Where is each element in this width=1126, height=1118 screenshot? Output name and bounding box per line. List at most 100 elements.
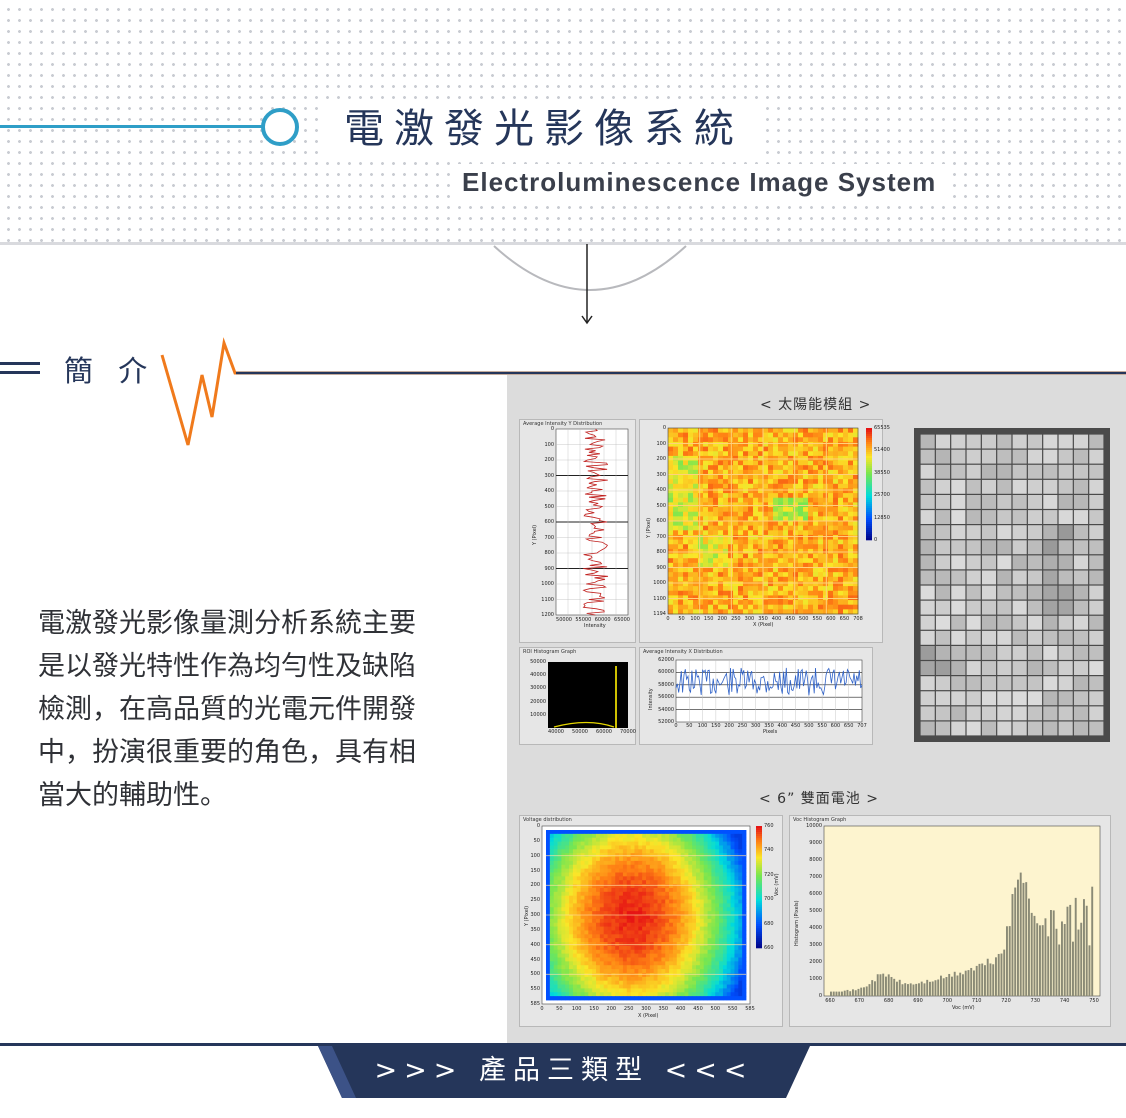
histogram-bar	[841, 991, 843, 996]
axis-tick-label: 50000	[572, 729, 588, 735]
axis-tick-label: 720	[764, 871, 774, 878]
axis-tick-label: 0	[550, 426, 554, 432]
axis-tick-label: 12850	[874, 514, 890, 521]
axis-tick-label: 58000	[658, 681, 674, 688]
axis-tick-label: 0	[818, 993, 822, 999]
axis-tick-label: 60000	[596, 729, 612, 735]
histogram-bar	[1085, 905, 1088, 996]
axis-title: Y (Pixel)	[532, 524, 538, 545]
axis-tick-label: 20000	[530, 698, 546, 705]
axis-tick-label: 4000	[809, 925, 822, 931]
histogram-bar	[997, 953, 1000, 996]
histogram-bar	[852, 989, 854, 996]
histogram-bar	[874, 981, 876, 996]
axis-title: X (Pixel)	[753, 622, 774, 628]
histogram-bar	[1014, 887, 1017, 996]
axis-tick-label: 1100	[653, 595, 666, 602]
axis-tick-label: 250	[530, 897, 540, 904]
intro-line: 當大的輔助性。	[38, 780, 227, 811]
axis-tick-label: 750	[1089, 998, 1099, 1004]
axis-tick-label: 730	[1030, 998, 1041, 1004]
histogram-bar	[1077, 929, 1080, 996]
axis-tick-label: 10000	[806, 823, 822, 829]
histogram-bar	[1091, 886, 1094, 996]
series-line	[582, 428, 609, 616]
histogram-bar	[1044, 918, 1047, 996]
axis-tick-label: 700	[656, 533, 666, 540]
histogram-bar	[1041, 925, 1044, 996]
axis-tick-label: 65000	[614, 617, 630, 623]
axis-tick-label: 55000	[575, 617, 592, 623]
axis-tick-label: 65535	[874, 425, 890, 431]
intro-paragraph: 電激發光影像量測分析系統主要 是以發光特性作為均勻性及缺陷 檢測，在高品質的光電…	[38, 602, 478, 817]
axis-tick-label: 50	[556, 1006, 563, 1012]
axis-tick-label: 400	[544, 488, 554, 494]
histogram-bar	[1066, 906, 1069, 996]
histogram-bar	[898, 979, 901, 996]
axis-tick-label: 400	[530, 941, 540, 948]
axis-tick-label: 10000	[530, 711, 546, 718]
histogram-bar	[1036, 923, 1039, 996]
el-module-image	[914, 428, 1110, 742]
axis-tick-label: 150	[530, 867, 540, 874]
chart-title: Average Intensity X Distribution	[643, 649, 723, 655]
axis-tick-label: 250	[623, 1006, 634, 1012]
axis-tick-label: 500	[656, 502, 666, 509]
axis-tick-label: 50000	[556, 617, 572, 623]
histogram-bar	[973, 970, 975, 996]
histogram-bar	[940, 975, 942, 996]
screenshot-panel: < 太陽能模組 > < 6” 雙面電池 > Average Intensity …	[507, 375, 1126, 1043]
header-divider	[0, 242, 1126, 245]
histogram-bar	[830, 991, 832, 996]
histogram-bar	[918, 983, 920, 996]
histogram-bar	[942, 978, 945, 996]
axis-tick-label: 550	[812, 616, 823, 622]
axis-tick-label: 350	[530, 926, 540, 933]
axis-tick-label: 250	[731, 616, 741, 622]
axis-tick-label: 400	[656, 487, 666, 493]
product-types-heading[interactable]: >>> 產品三類型 <<<	[374, 1055, 754, 1086]
axis-tick-label: 650	[839, 616, 850, 622]
axis-tick-label: 2000	[809, 959, 822, 965]
histogram-bar	[854, 990, 857, 996]
histogram-bar	[951, 976, 953, 996]
histogram-bar	[970, 967, 973, 996]
pulse-wave-icon	[160, 337, 1126, 446]
histogram-bar	[1039, 925, 1041, 996]
histogram-bar	[1017, 879, 1019, 996]
histogram-bar	[915, 983, 918, 996]
axis-tick-label: 0	[662, 425, 666, 431]
axis-tick-label: 500	[804, 723, 814, 729]
circle-marker-icon	[261, 108, 299, 146]
axis-tick-label: 690	[913, 998, 923, 1004]
axis-tick-label: 51400	[874, 447, 890, 454]
axis-tick-label: 150	[589, 1006, 599, 1012]
axis-tick-label: 600	[830, 723, 841, 729]
histogram-bar	[1030, 912, 1033, 996]
histogram-bar	[945, 977, 948, 996]
axis-tick-label: 450	[785, 616, 795, 622]
axis-tick-label: 550	[727, 1006, 738, 1012]
histogram-bar	[984, 965, 986, 996]
axis-tick-label: 3000	[809, 942, 822, 948]
histogram-bar	[1058, 944, 1061, 996]
histogram-bar	[909, 983, 912, 996]
axis-tick-label: 0	[874, 537, 878, 543]
axis-tick-label: 0	[540, 1006, 544, 1012]
axis-tick-label: 200	[530, 882, 540, 889]
histogram-bar	[934, 980, 937, 996]
axis-tick-label: 50000	[530, 659, 546, 665]
axis-tick-label: 650	[843, 723, 854, 729]
intro-line: 是以發光特性作為均勻性及缺陷	[38, 651, 416, 682]
histogram-bar	[1006, 926, 1008, 996]
el-module-photo	[920, 434, 1104, 736]
histogram-bar	[1055, 928, 1058, 996]
histogram-bar	[956, 975, 959, 996]
histogram-bar	[849, 991, 852, 996]
histogram-bar	[893, 978, 896, 996]
axis-tick-label: 7000	[809, 874, 822, 880]
histogram-bar	[926, 979, 929, 996]
histogram-bar	[953, 971, 956, 996]
